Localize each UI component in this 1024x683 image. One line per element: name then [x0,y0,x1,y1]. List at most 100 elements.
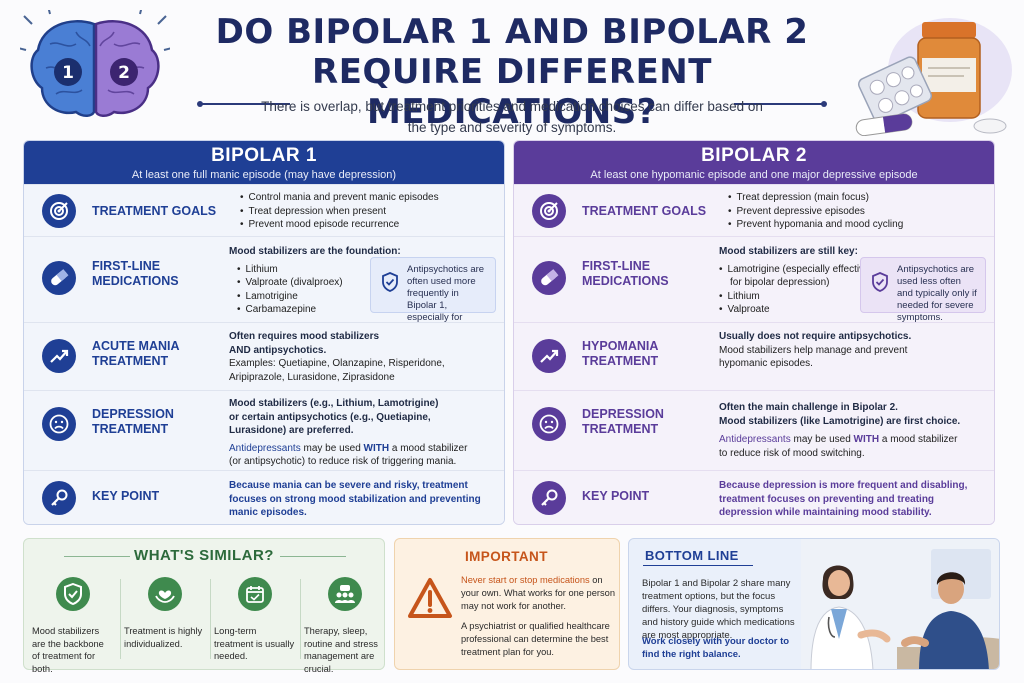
list-item: Control mania and prevent manic episodes [240,191,439,205]
bipolar2-title: BIPOLAR 2 [701,145,807,166]
label-line: TREATMENT [582,422,659,436]
label-line: MEDICATIONS [582,274,669,288]
bipolar1-keypoint-body: Because mania can be severe and risky, t… [229,479,481,520]
text-span: WITH [363,442,390,454]
text-span: on your own. What works for one person m… [461,575,615,611]
list-item: Treat depression (main focus) [728,191,903,205]
bipolar2-keypoint-label: KEY POINT [582,489,650,503]
bottom-line-panel: BOTTOM LINE Bipolar 1 and Bipolar 2 shar… [628,538,1000,670]
similar-title: WHAT'S SIMILAR? [134,547,274,564]
antidepressant-line: Antidepressants may be used WITH a mood … [229,442,467,456]
note-text: Antipsychotics are used less often and t… [897,264,977,323]
similar-text: Mood stabilizers are the backbone of tre… [32,626,104,674]
doctor-patient-illustration [801,539,999,669]
text-span: may be used [300,442,364,454]
divider [210,579,211,659]
text-line: hypomanic episodes. [719,358,813,369]
similar-item: Mood stabilizers are the backbone of tre… [32,577,114,675]
bipolar1-firstline-label: FIRST-LINE MEDICATIONS [92,259,222,289]
brain-illustration: 1 2 [20,10,170,117]
list-item: Carbamazepine [237,303,401,317]
brain-label-1: 1 [62,63,74,83]
label-line: TREATMENT [92,354,169,368]
text-line: depression while maintaining mood stabil… [719,507,932,518]
bipolar1-subtitle: At least one full manic episode (may hav… [131,169,397,181]
trend-up-icon [532,339,566,373]
list-item: Lithium [237,263,401,277]
brain-label-2: 2 [118,63,130,83]
list-item-cont: for bipolar depression) [730,277,830,288]
important-para-1: Never start or stop medications on your … [461,574,615,613]
list-item: Lithium [719,290,870,304]
bipolar2-keypoint-body: Because depression is more frequent and … [719,479,967,520]
sad-face-icon [532,407,566,441]
divider [120,579,121,659]
label-line: DEPRESSION [92,407,174,421]
list-item: Valproate [719,303,870,317]
header: 1 2 DO BIPOLAR 1 AND BIPOLAR 2 REQUIRE D… [0,0,1024,140]
similar-text: Treatment is highly individualized. [124,626,203,649]
bipolar2-row-goals: TREATMENT GOALS Treat depression (main f… [514,184,994,236]
label-line: FIRST-LINE [92,259,161,273]
list-item: Prevent depressive episodes [728,205,903,219]
warning-icon [408,578,452,618]
text-line: Mood stabilizers help manage and prevent [719,344,908,356]
divider [643,565,753,566]
firstline-intro: Mood stabilizers are the foundation: [229,246,401,257]
text-line: Mood stabilizers (like Lamotrigine) are … [719,415,961,427]
bipolar1-row-goals: TREATMENT GOALS Control mania and preven… [24,184,504,236]
text-line: Usually does not require antipsychotics. [719,331,912,342]
text-line: treatment focuses on preventing and trea… [719,493,935,505]
list-item: Treat depression when present [240,205,439,219]
divider [300,579,301,659]
bipolar1-row-firstline: FIRST-LINE MEDICATIONS Mood stabilizers … [24,236,504,335]
label-line: FIRST-LINE [582,259,651,273]
bipolar2-subtitle: At least one hypomanic episode and one m… [590,169,918,181]
text-span: Never start or stop medications [461,575,590,585]
bipolar2-goals-label: TREATMENT GOALS [582,204,707,218]
title-line-1: DO BIPOLAR 1 AND BIPOLAR 2 [215,12,809,52]
list-item: Lamotrigine [237,290,401,304]
text-line: manic episodes. [229,507,307,518]
bipolar1-row-depression: DEPRESSION TREATMENT Mood stabilizers (e… [24,390,504,470]
page-subtitle: There is overlap, but treatment prioriti… [261,99,763,135]
label-line: TREATMENT [92,422,169,436]
bipolar2-firstline-label: FIRST-LINE MEDICATIONS [582,259,712,289]
divider-left [197,101,290,107]
title-line-2: REQUIRE DIFFERENT MEDICATIONS? [312,52,712,132]
bipolar1-goals-label: TREATMENT GOALS [92,204,217,218]
bipolar1-mania-label: ACUTE MANIA TREATMENT [92,339,222,369]
bottom-line-text: Bipolar 1 and Bipolar 2 share many treat… [642,578,795,641]
support-group-icon [328,577,362,611]
bipolar2-firstline-body: Mood stabilizers are still key: Lamotrig… [719,245,870,317]
bipolar2-goals-list: Treat depression (main focus) Prevent de… [728,191,904,232]
bipolar2-column: BIPOLAR 2 At least one hypomanic episode… [513,140,995,525]
divider [64,556,130,557]
bipolar1-goals-list: Control mania and prevent manic episodes… [240,191,439,232]
similar-text: Therapy, sleep, routine and stress manag… [304,626,378,674]
list-item: Valproate (divalproex) [237,276,401,290]
list-item: Lamotrigine (especially effective [719,263,870,277]
text-line: (or antipsychotic) to reduce risk of tri… [229,456,457,467]
page-title: DO BIPOLAR 1 AND BIPOLAR 2 REQUIRE DIFFE… [180,12,844,132]
bipolar2-row-hypomania: HYPOMANIA TREATMENT Usually does not req… [514,322,994,390]
text-line: Mood stabilizers (e.g., Lithium, Lamotri… [229,398,439,409]
text-line: focuses on strong mood stabilization and… [229,493,481,505]
bipolar1-header: BIPOLAR 1 At least one full manic episod… [24,141,504,184]
key-icon [532,481,566,515]
shield-icon [382,272,398,292]
bipolar1-firstline-body: Mood stabilizers are the foundation: Lit… [229,245,401,317]
important-text: Never start or stop medications on your … [461,574,615,659]
text-line: Lurasidone) are preferred. [229,425,354,436]
bottom-line-cta: Work closely with your doctor to find th… [642,636,790,660]
key-icon [42,481,76,515]
bipolar1-antipsychotics-note: Antipsychotics are often used more frequ… [370,257,496,335]
text-line: or certain antipsychotics (e.g., Quetiap… [229,411,431,423]
bipolar2-hypomania-body: Usually does not require antipsychotics.… [719,330,911,371]
shield-check-icon [56,577,90,611]
bottom-line-title: BOTTOM LINE [645,548,739,563]
text-line: Because depression is more frequent and … [719,480,968,491]
bipolar1-column: BIPOLAR 1 At least one full manic episod… [23,140,505,525]
text-line: Aripiprazole, Lurasidone, Ziprasidone [229,371,395,383]
text-line: Because mania can be severe and risky, t… [229,480,468,491]
